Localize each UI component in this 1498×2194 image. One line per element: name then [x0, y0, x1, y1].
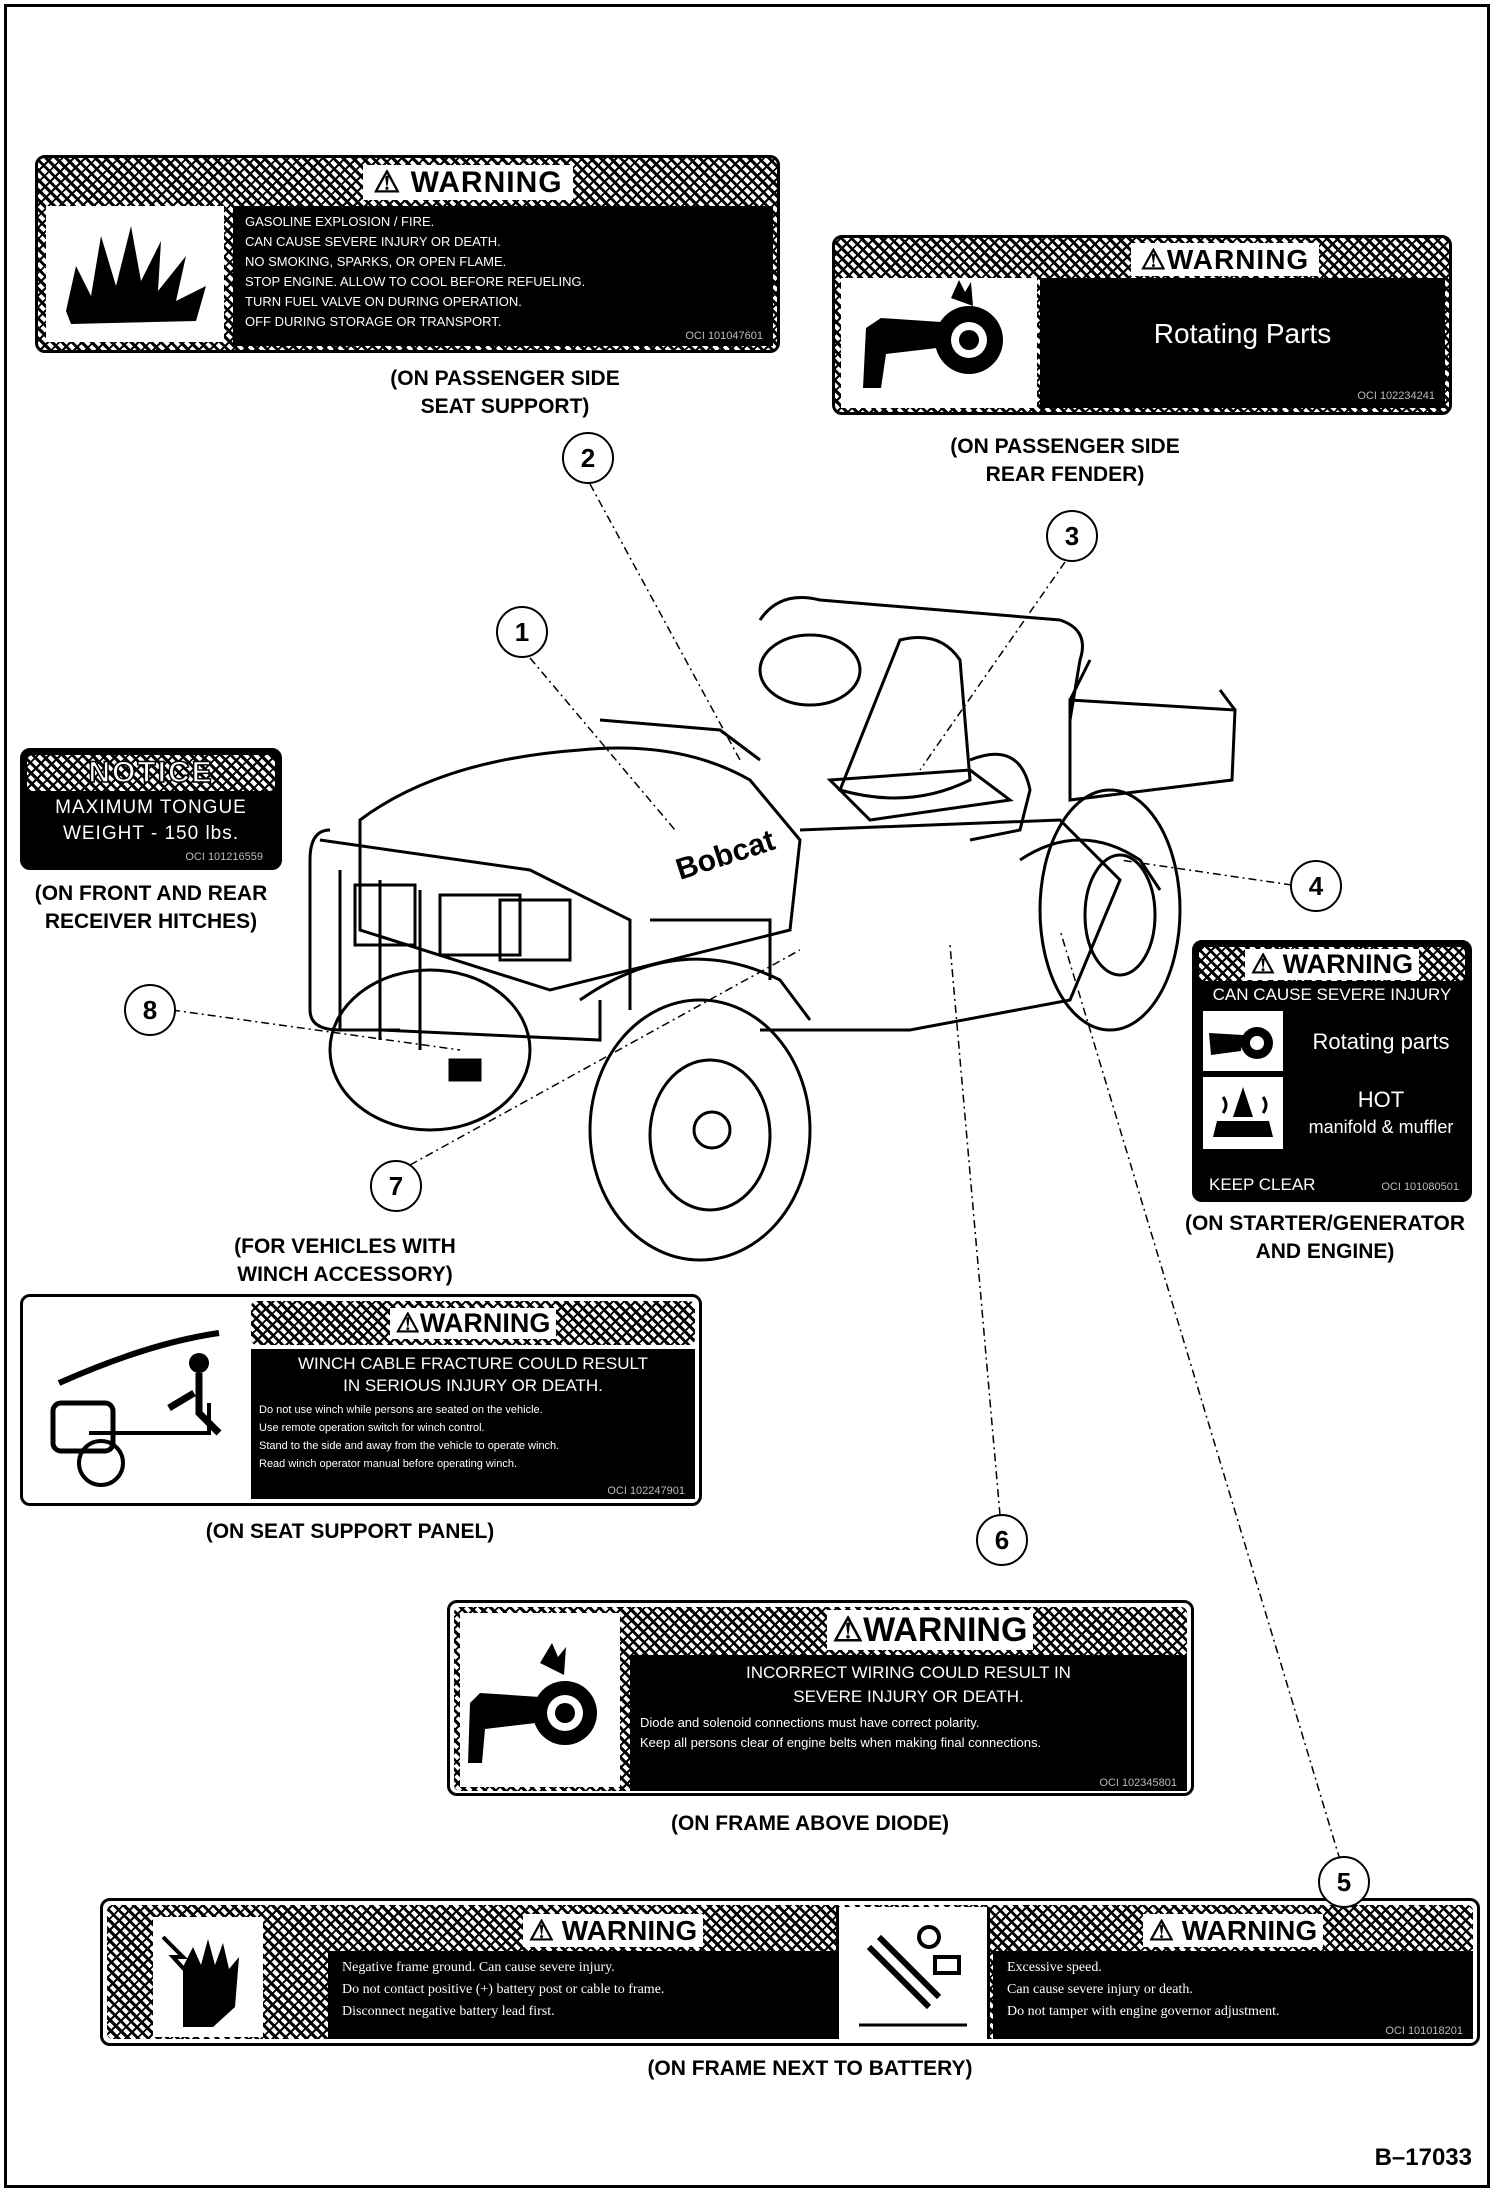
callout-3: 3 [1046, 510, 1098, 562]
caption: (ON PASSENGER SIDE [390, 367, 620, 390]
decal-winch: ⚠WARNING WINCH CABLE FRACTURE COULD RESU… [20, 1294, 702, 1506]
winch-line: Do not use winch while persons are seate… [259, 1404, 543, 1416]
governor-line: Excessive speed. [1007, 1960, 1102, 1975]
diode-line: Diode and solenoid connections must have… [640, 1715, 980, 1730]
hot-label: HOT [1357, 1087, 1405, 1112]
notice-line: MAXIMUM TONGUE [55, 797, 247, 818]
fuel-warning-line: CAN CAUSE SEVERE INJURY OR DEATH. [245, 234, 501, 249]
part-number: OCI 102345801 [1099, 1777, 1177, 1789]
explosion-icon [46, 206, 224, 342]
part-number: OCI 101047601 [685, 330, 763, 342]
governor-icon [836, 1907, 990, 2039]
callout-1: 1 [496, 606, 548, 658]
fuel-warning-line: STOP ENGINE. ALLOW TO COOL BEFORE REFUEL… [245, 274, 586, 289]
decal-subheader: CAN CAUSE SEVERE INJURY [1212, 985, 1452, 1004]
caption: REAR FENDER) [985, 463, 1145, 486]
diode-title: INCORRECT WIRING COULD RESULT IN [746, 1663, 1071, 1682]
diode-title: SEVERE INJURY OR DEATH. [793, 1687, 1024, 1706]
caption: (ON PASSENGER SIDE [950, 435, 1180, 458]
notice-header: NOTICE [88, 755, 214, 790]
callout-8: 8 [124, 984, 176, 1036]
keep-clear-label: KEEP CLEAR [1209, 1175, 1316, 1194]
governor-line: Do not tamper with engine governor adjus… [1007, 2004, 1280, 2019]
callout-5: 5 [1318, 1856, 1370, 1908]
part-number: OCI 101018201 [1385, 2025, 1463, 2037]
governor-line: Can cause severe injury or death. [1007, 1982, 1193, 1997]
winch-line: Use remote operation switch for winch co… [259, 1422, 485, 1434]
warning-header: ⚠ WARNING [522, 1913, 704, 1947]
winch-operator-icon [29, 1303, 245, 1499]
fuel-warning-line: TURN FUEL VALVE ON DURING OPERATION. [245, 294, 522, 309]
decal-battery: ⚠ WARNING Negative frame ground. Can cau… [100, 1898, 1480, 2046]
part-number: OCI 101080501 [1381, 1181, 1459, 1193]
warning-header: ⚠WARNING [1130, 242, 1320, 276]
battery-line: Negative frame ground. Can cause severe … [342, 1960, 615, 1975]
fuel-warning-line: GASOLINE EXPLOSION / FIRE. [245, 214, 435, 229]
rotating-parts-label: Rotating parts [1312, 1029, 1450, 1054]
caption: (ON STARTER/GENERATOR [1184, 1212, 1465, 1235]
caption: (FOR VEHICLES WITH [234, 1235, 456, 1258]
decal-diode: ⚠WARNING INCORRECT WIRING COULD RESULT I… [447, 1600, 1194, 1796]
rotating-parts-hand-icon [460, 1613, 620, 1787]
winch-title: IN SERIOUS INJURY OR DEATH. [343, 1376, 603, 1395]
winch-line: Read winch operator manual before operat… [259, 1458, 518, 1470]
rotating-parts-hand-icon [841, 278, 1037, 408]
caption: SEAT SUPPORT) [420, 395, 590, 418]
warning-header: ⚠ WARNING [363, 164, 573, 200]
decal-notice: NOTICE MAXIMUM TONGUE WEIGHT - 150 lbs. … [20, 748, 282, 870]
battery-line: Do not contact positive (+) battery post… [342, 1982, 665, 1997]
figure-id: B–17033 [1374, 2144, 1472, 2171]
part-number: OCI 102234241 [1357, 390, 1435, 402]
part-number: OCI 102247901 [607, 1485, 685, 1497]
decal-fuel-warning: ⚠ WARNING GASOLINE EXPLOSION / FIRE. CAN… [35, 155, 780, 353]
warning-header: ⚠WARNING [389, 1307, 557, 1339]
rotating-parts-text: Rotating Parts [1153, 318, 1332, 349]
warning-header: ⚠ WARNING [1142, 1913, 1324, 1947]
callout-4: 4 [1290, 860, 1342, 912]
diode-line: Keep all persons clear of engine belts w… [640, 1735, 1042, 1750]
shock-hand-icon [153, 1917, 263, 2037]
caption: (ON FRAME ABOVE DIODE) [670, 1812, 950, 1835]
caption: (ON SEAT SUPPORT PANEL) [205, 1520, 495, 1543]
hot-surface-icon [1203, 1077, 1283, 1149]
caption: WINCH ACCESSORY) [237, 1263, 453, 1286]
page-frame [4, 4, 1490, 2188]
notice-line: WEIGHT - 150 lbs. [62, 823, 240, 844]
part-number: OCI 101216559 [185, 851, 263, 863]
rotating-parts-icon [1203, 1011, 1283, 1071]
fuel-warning-line: OFF DURING STORAGE OR TRANSPORT. [245, 314, 502, 329]
fuel-warning-line: NO SMOKING, SPARKS, OR OPEN FLAME. [245, 254, 507, 269]
warning-header: ⚠WARNING [826, 1610, 1034, 1650]
caption: (ON FRAME NEXT TO BATTERY) [647, 2057, 973, 2080]
caption: (ON FRONT AND REAR [34, 882, 268, 905]
manifold-label: manifold & muffler [1308, 1117, 1454, 1137]
warning-header: ⚠ WARNING [1244, 948, 1420, 980]
winch-line: Stand to the side and away from the vehi… [259, 1440, 560, 1452]
caption: AND ENGINE) [1255, 1240, 1395, 1263]
callout-6: 6 [976, 1514, 1028, 1566]
callout-2: 2 [562, 432, 614, 484]
caption: RECEIVER HITCHES) [44, 910, 258, 933]
winch-title: WINCH CABLE FRACTURE COULD RESULT [297, 1354, 649, 1373]
decal-starter-engine: ⚠ WARNING CAN CAUSE SEVERE INJURY Rotati… [1192, 940, 1472, 1202]
decal-rotating-parts: ⚠WARNING Rotating Parts OCI 102234241 [832, 235, 1452, 415]
callout-7: 7 [370, 1160, 422, 1212]
battery-line: Disconnect negative battery lead first. [342, 2004, 555, 2019]
